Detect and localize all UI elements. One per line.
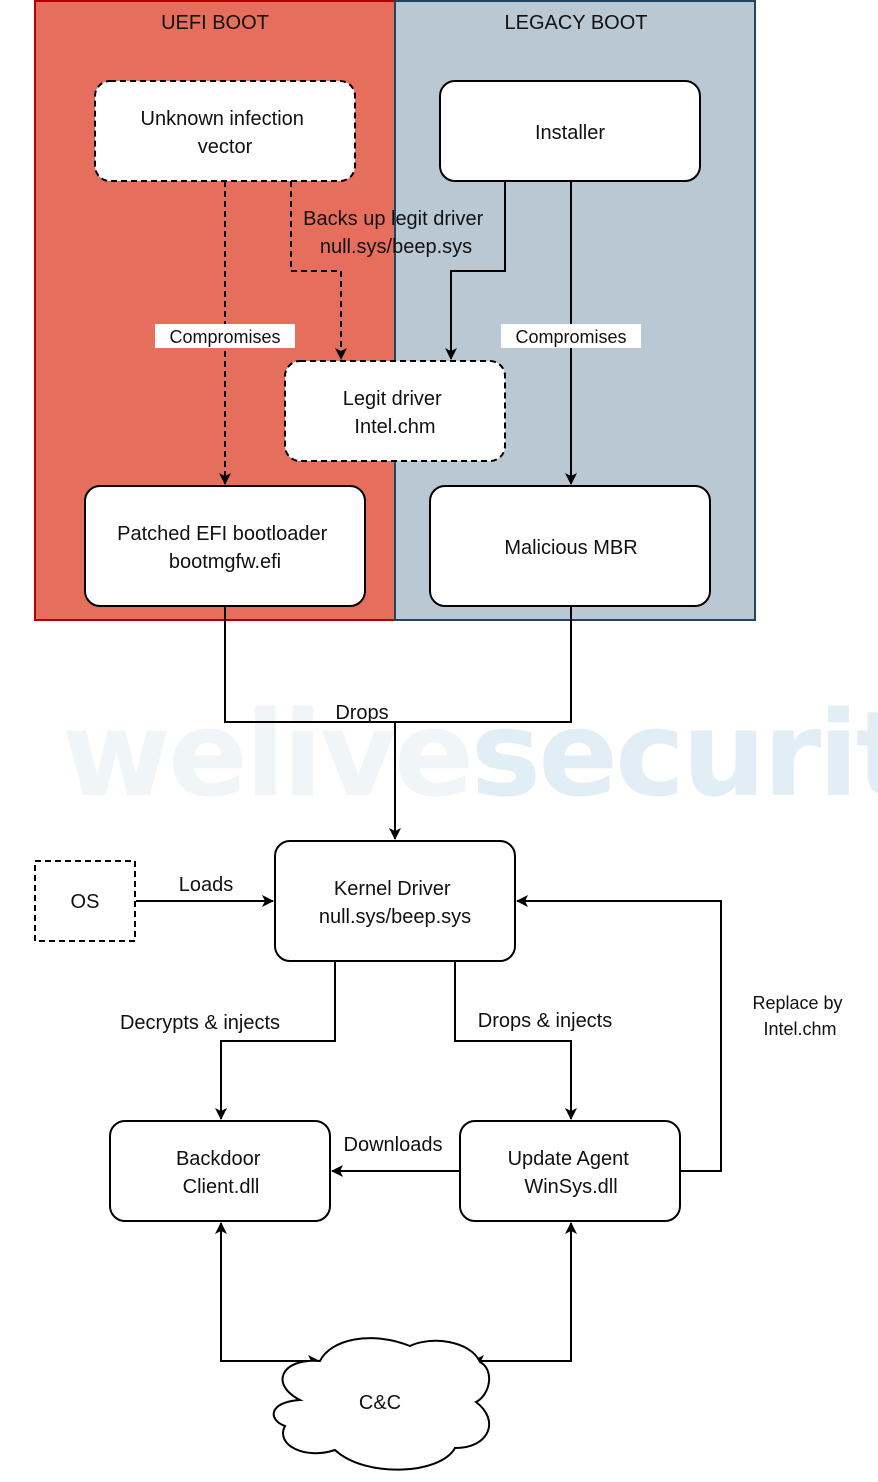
- node-unknown-infection-vector: [94, 80, 356, 182]
- node-backdoor: [109, 1120, 331, 1222]
- line: Kernel Driver: [334, 878, 451, 900]
- node-legit-driver-label: Legit driver Intel.chm: [343, 388, 448, 438]
- line: Client.dll: [183, 1176, 260, 1198]
- node-cnc-label: C&C: [359, 1392, 401, 1414]
- edge-backs-up: [290, 181, 347, 360]
- watermark-security: security: [471, 685, 878, 823]
- node-update-agent-label: Update Agent WinSys.dll: [508, 1148, 635, 1198]
- line: vector: [198, 136, 253, 158]
- line: null.sys/beep.sys: [319, 906, 471, 928]
- node-os-label: OS: [71, 891, 100, 913]
- edge-label-drops-injects: Drops & injects: [478, 1010, 613, 1032]
- edge-update-cnc: [472, 1222, 577, 1367]
- node-installer-label: Installer: [535, 122, 605, 144]
- node-malicious-mbr-label: Malicious MBR: [504, 537, 637, 559]
- edge-label-replace-by: Replace by Intel.chm: [752, 993, 847, 1039]
- line: Backdoor: [176, 1148, 261, 1170]
- line: Intel.chm: [763, 1019, 836, 1039]
- legacy-boot-title: LEGACY BOOT: [504, 12, 647, 34]
- line: Replace by: [752, 993, 842, 1013]
- edge-drops-injects: [454, 961, 577, 1120]
- line: Backs up legit driver: [303, 208, 483, 230]
- edge-drops-efi: [224, 606, 572, 723]
- node-backdoor-label: Backdoor Client.dll: [176, 1148, 266, 1198]
- line: Intel.chm: [354, 416, 435, 438]
- node-legit-driver: [284, 360, 506, 462]
- label-bg-compromises-legacy: [501, 324, 641, 348]
- edge-label-downloads: Downloads: [344, 1134, 443, 1156]
- node-update-agent: [459, 1120, 681, 1222]
- label-bg-compromises-uefi: [155, 324, 295, 348]
- line: null.sys/beep.sys: [320, 236, 472, 258]
- node-kernel-driver: [274, 840, 516, 962]
- node-unknown-infection-vector-label: Unknown infection vector: [141, 108, 310, 158]
- node-os: [34, 860, 136, 942]
- node-installer: [439, 80, 701, 182]
- watermark-welive: welive: [62, 685, 471, 823]
- uefi-boot-title: UEFI BOOT: [161, 12, 269, 34]
- edge-label-decrypts-injects: Decrypts & injects: [120, 1012, 280, 1034]
- node-patched-efi-label: Patched EFI bootloader bootmgfw.efi: [117, 523, 333, 573]
- line: bootmgfw.efi: [169, 551, 281, 573]
- line: WinSys.dll: [524, 1176, 617, 1198]
- watermark: welivesecurity: [62, 685, 878, 823]
- node-patched-efi-bootloader: [84, 485, 366, 607]
- edge-decrypts-injects: [215, 961, 336, 1120]
- line: Legit driver: [343, 388, 442, 410]
- edge-label-drops: Drops: [335, 702, 388, 724]
- edge-label-backs-up: Backs up legit driver null.sys/beep.sys: [303, 208, 489, 258]
- node-cnc-cloud: [272, 1337, 491, 1471]
- node-kernel-driver-label: Kernel Driver null.sys/beep.sys: [319, 878, 471, 928]
- edge-label-compromises-legacy: Compromises: [515, 327, 626, 347]
- edge-replace-by: [516, 895, 722, 1172]
- line: Unknown infection: [141, 108, 304, 130]
- line: Patched EFI bootloader: [117, 523, 327, 545]
- edge-installer-legit: [445, 181, 506, 360]
- edge-label-compromises-uefi: Compromises: [169, 327, 280, 347]
- node-malicious-mbr: [429, 485, 711, 607]
- edge-backdoor-cnc: [215, 1222, 320, 1367]
- line: Update Agent: [508, 1148, 630, 1170]
- edge-label-loads: Loads: [179, 874, 234, 896]
